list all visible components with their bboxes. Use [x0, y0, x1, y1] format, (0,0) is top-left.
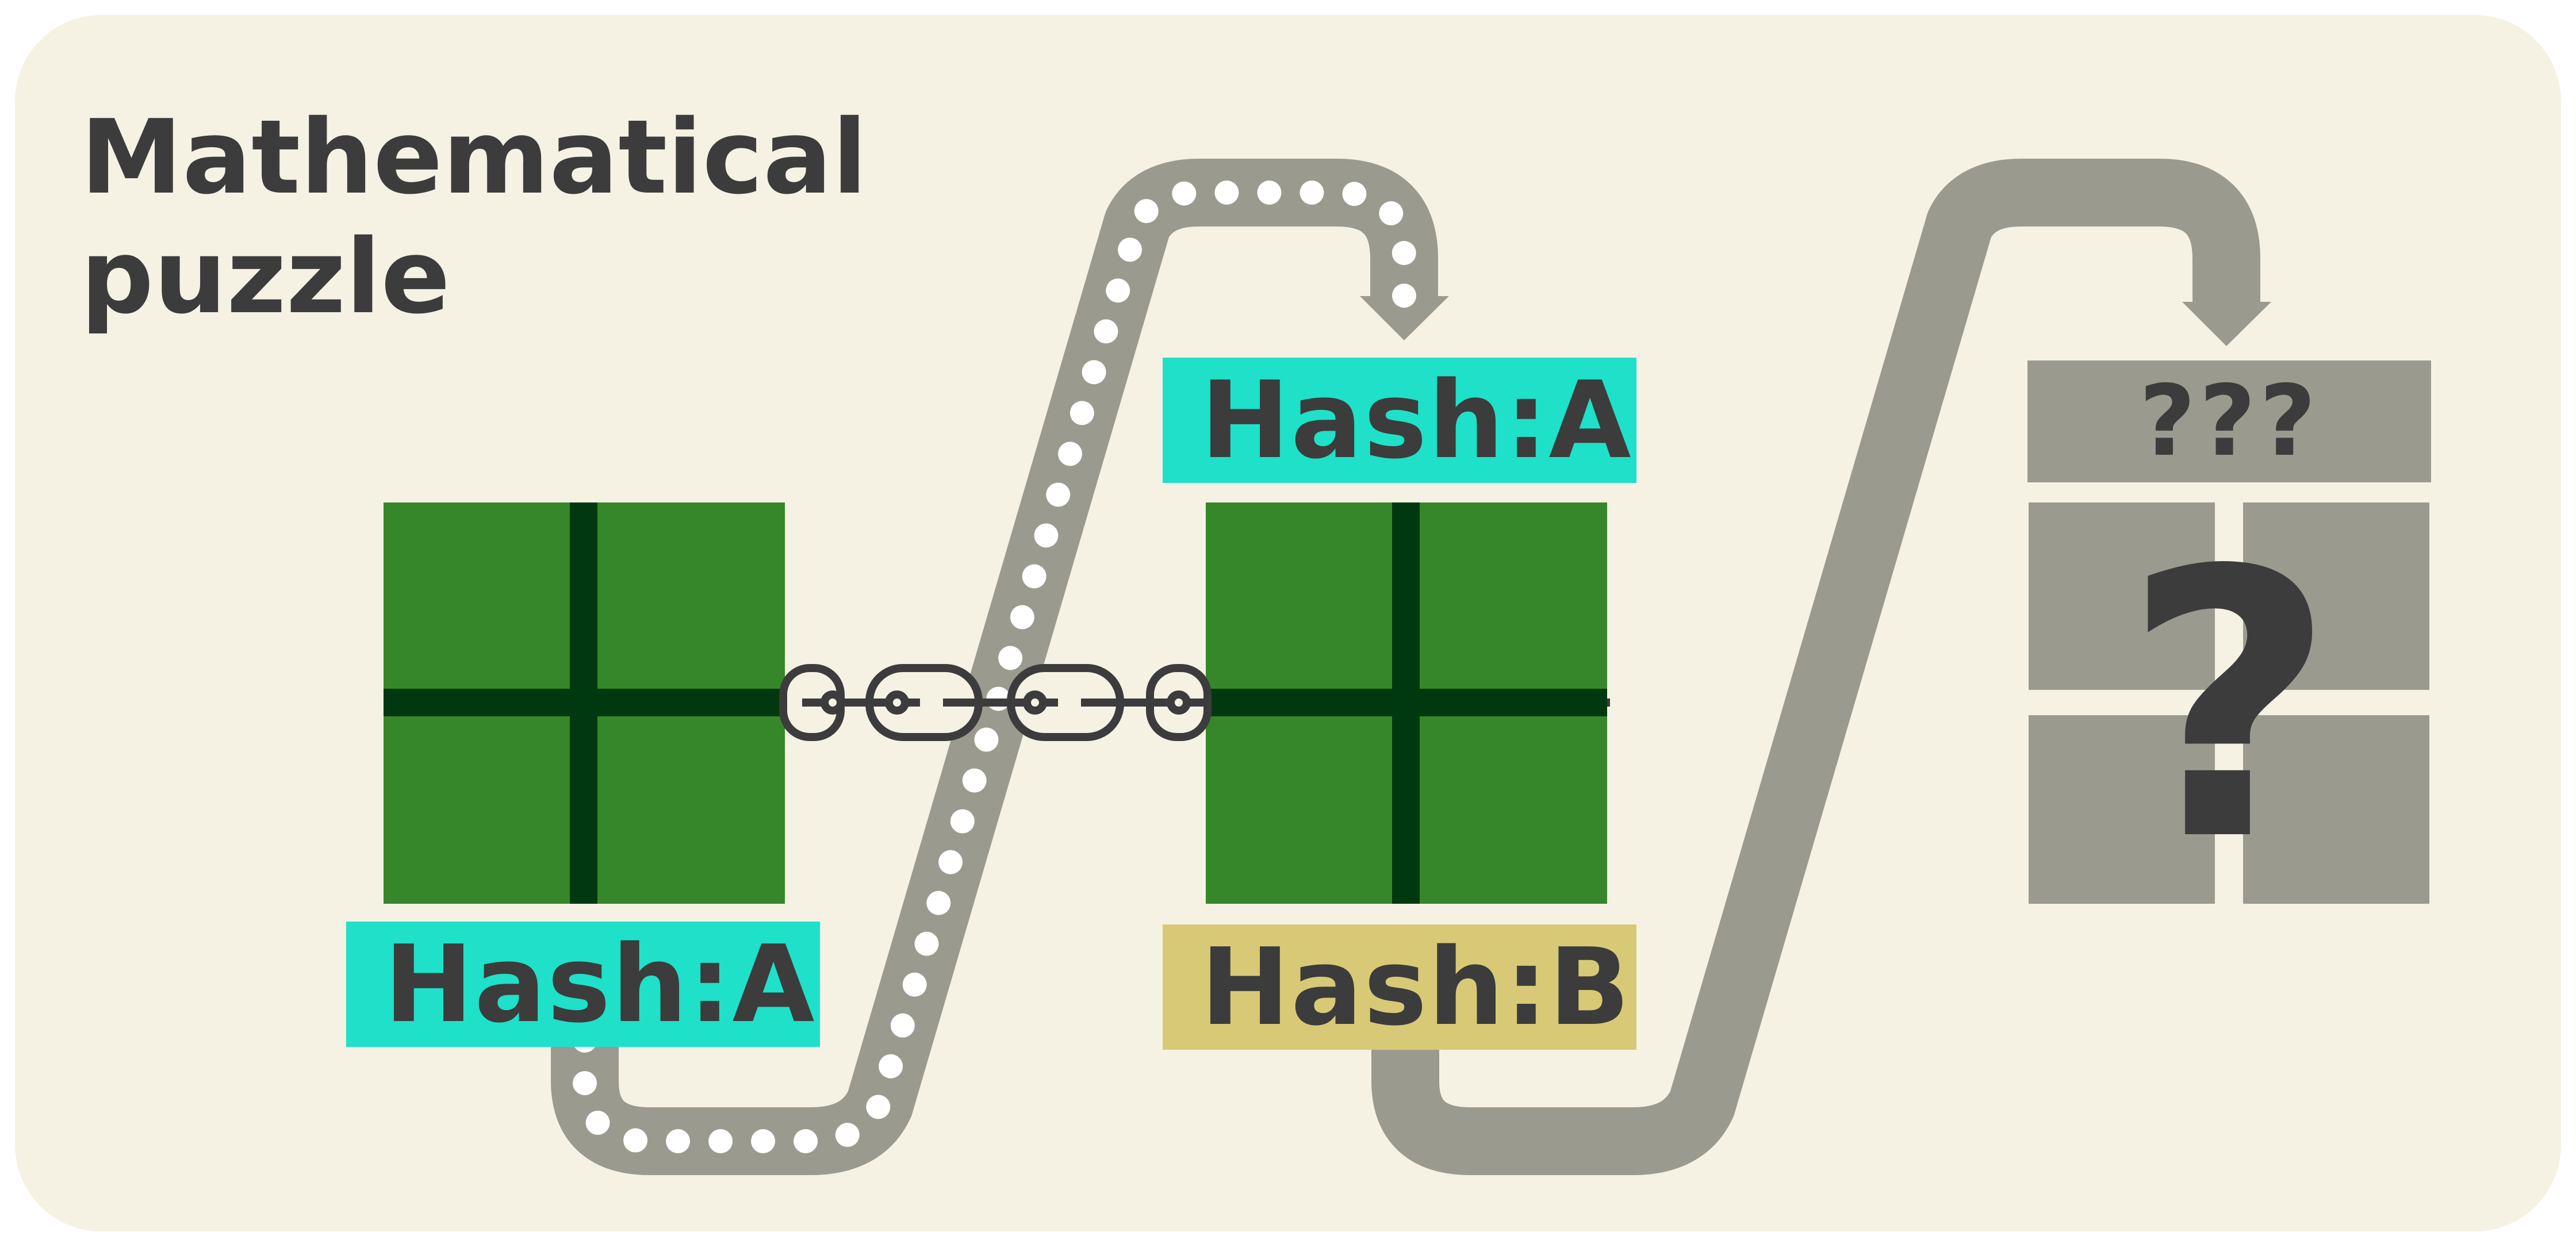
block-2-prev-hash-label: Hash:A [1201, 358, 1632, 482]
unknown-hash-box [2027, 360, 2431, 482]
title-line-2: puzzle [80, 217, 451, 336]
block-1 [384, 502, 785, 904]
title-line-1: Mathematical [80, 98, 868, 217]
block-1-hash-bg [346, 922, 820, 1047]
arrow-head-2 [2182, 302, 2271, 346]
block-2-prev-hash-bg [1163, 358, 1636, 483]
solid-path-2 [1371, 159, 2271, 1175]
question-mark-icon: ? [2122, 493, 2336, 921]
unknown-hash-label: ??? [2139, 364, 2320, 478]
block-2-hash-label: Hash:B [1201, 925, 1631, 1049]
diagram-title: Mathematical puzzle [80, 98, 867, 337]
arrow-head-1 [1360, 296, 1449, 340]
block-2-hash-bg [1163, 924, 1636, 1050]
block-1-hash-label: Hash:A [384, 922, 816, 1046]
path-dots [573, 181, 1416, 1153]
dotted-path-1 [551, 159, 1449, 1175]
block-2 [1206, 502, 1607, 904]
unknown-block [2027, 360, 2431, 904]
chain-link-icon [779, 664, 1610, 741]
